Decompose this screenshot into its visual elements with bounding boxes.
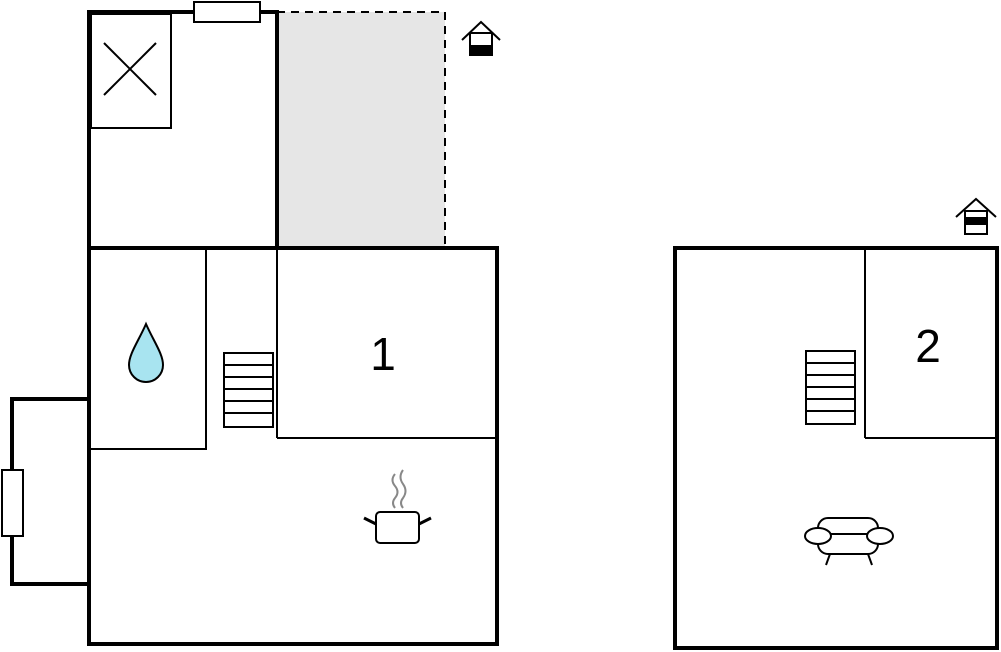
sofa-icon bbox=[804, 517, 894, 566]
floor-plan-upper: 2 bbox=[673, 246, 999, 650]
terrace-dashed-border bbox=[277, 11, 446, 248]
room-label-2: 2 bbox=[915, 320, 941, 372]
room-label-1: 1 bbox=[370, 328, 396, 380]
terrace-area bbox=[277, 12, 445, 248]
upper-block bbox=[673, 246, 999, 650]
fireplace-cross-icon bbox=[103, 42, 157, 96]
cooking-pot-icon bbox=[363, 469, 432, 544]
floor-plan-ground: 1 bbox=[1, 1, 499, 646]
staircase-icon bbox=[223, 352, 274, 428]
house-level-upper-icon bbox=[955, 197, 997, 235]
window-left bbox=[1, 469, 24, 537]
main-block bbox=[87, 246, 499, 646]
entry-room bbox=[87, 10, 279, 250]
house-level-ground-icon bbox=[461, 20, 501, 56]
window-top bbox=[193, 1, 261, 23]
water-drop-icon bbox=[127, 321, 165, 383]
fireplace-box bbox=[90, 13, 172, 129]
staircase-icon bbox=[805, 350, 856, 425]
